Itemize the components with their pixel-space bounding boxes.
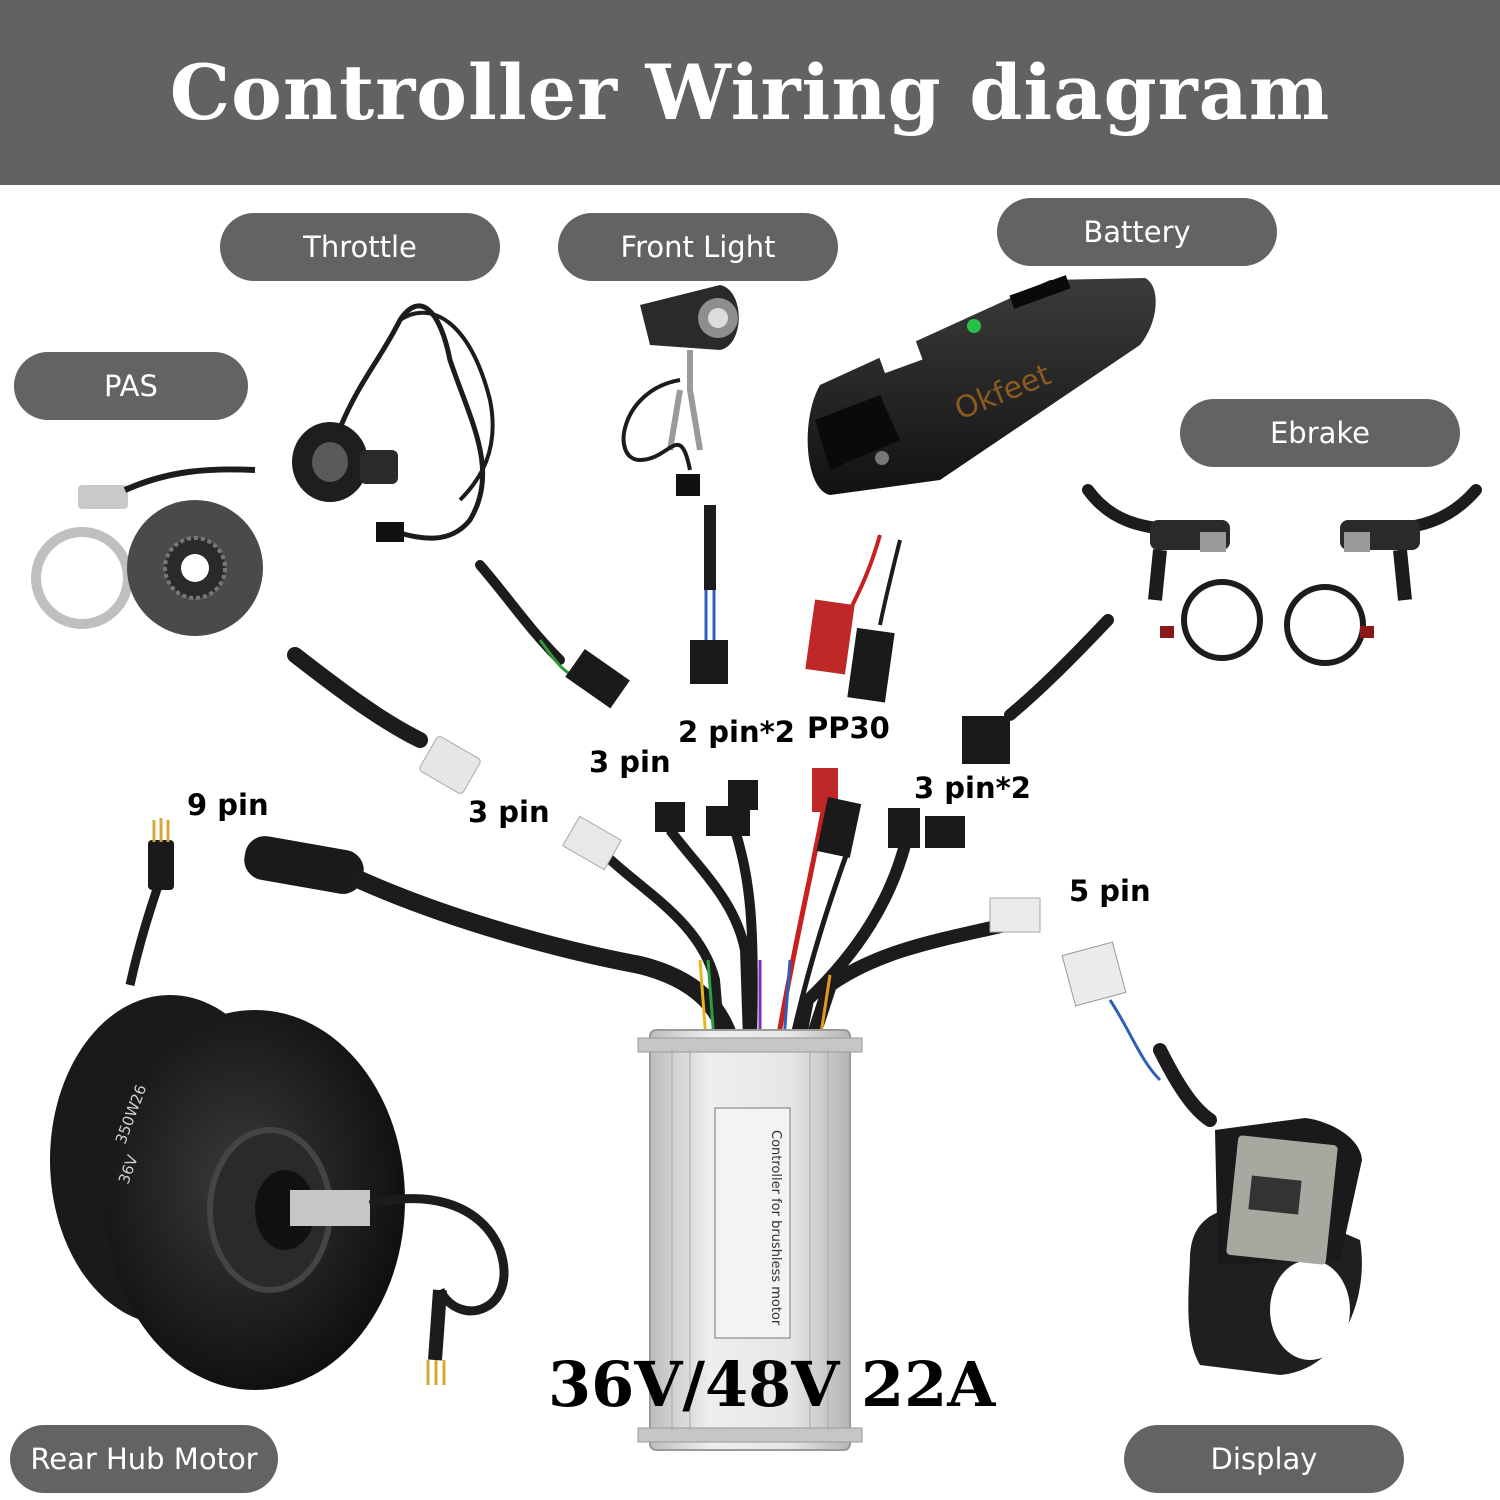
connector-pas-3pin-label: 3 pin <box>468 795 550 829</box>
ebrake-levers <box>1088 490 1476 663</box>
connector-display-5pin-label: 5 pin <box>1069 874 1151 908</box>
motor-cable-9pin <box>130 818 174 985</box>
controller-spec: 36V/48V 22A <box>548 1348 995 1421</box>
connector-9pin-label: 9 pin <box>187 788 269 822</box>
display-cable-5pin <box>1062 942 1210 1120</box>
pas-sensor <box>36 469 263 636</box>
display-unit <box>1188 1118 1362 1375</box>
connector-pp30-label: PP30 <box>807 711 890 745</box>
controller-harness <box>241 768 1040 1040</box>
connector-throttle-3pin-label: 3 pin <box>589 745 671 779</box>
connector-brake-3pin-label: 3 pin*2 <box>914 771 1031 805</box>
controller-label-title: Controller for brushless motor <box>768 1130 783 1326</box>
component-side-cables <box>295 505 1108 795</box>
rear-hub-motor: 36V 350W 26 <box>50 995 504 1390</box>
front-light-device <box>624 285 739 496</box>
connector-light-2pin-label: 2 pin*2 <box>678 715 795 749</box>
throttle-device <box>292 306 493 542</box>
battery-pack: Okfeet <box>808 275 1156 495</box>
